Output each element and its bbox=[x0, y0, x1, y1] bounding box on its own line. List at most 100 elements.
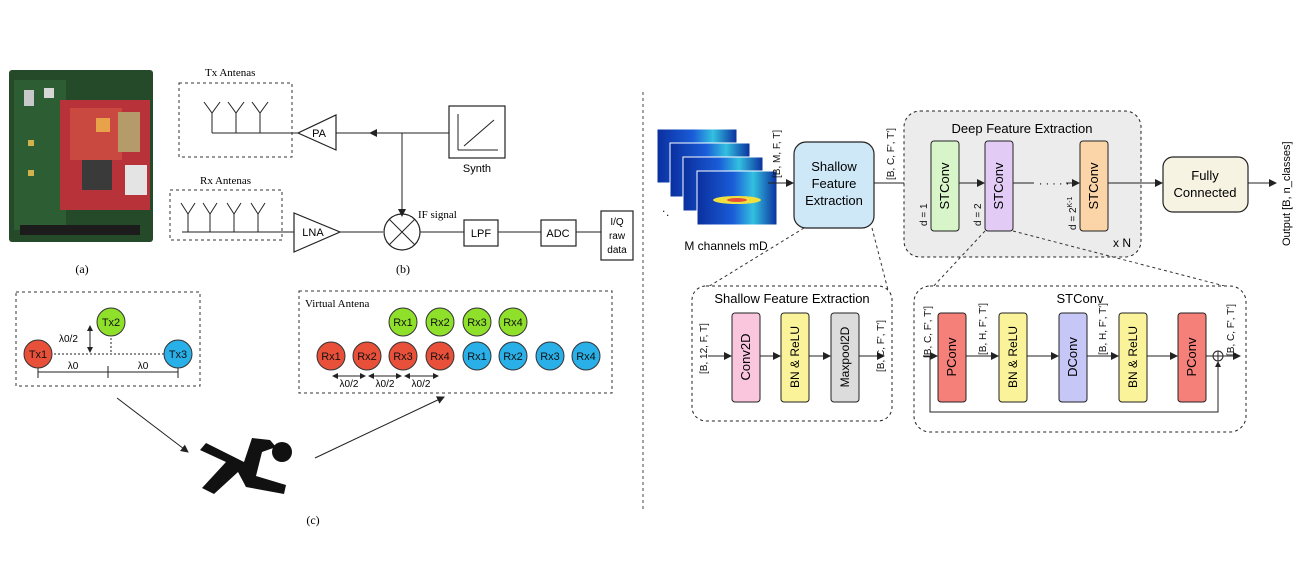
pconv-1-label: PConv bbox=[944, 337, 959, 377]
bn-relu-label-3: BN & ReLU bbox=[1126, 326, 1140, 388]
lambda-label-2: λ0 bbox=[138, 361, 149, 372]
vb-rx1: Rx1 bbox=[467, 351, 487, 363]
sfe-in-shape: [B, 12, F, T] bbox=[699, 323, 710, 374]
lna-label: LNA bbox=[302, 227, 324, 239]
ellipsis-dots: · · · · · bbox=[1039, 178, 1070, 190]
stconv-1-label: STConv bbox=[937, 162, 952, 209]
iq-label-3: data bbox=[607, 245, 627, 256]
tx-antenna-group: Tx Antenas bbox=[178, 67, 298, 158]
input-label: M channels mD bbox=[684, 239, 768, 253]
d2-label: d = 2 bbox=[973, 203, 984, 226]
lpf-label: LPF bbox=[471, 228, 491, 240]
iq-label-2: raw bbox=[609, 231, 626, 242]
output-shape-label: Output [B, n_classes] bbox=[1281, 141, 1293, 246]
tx2-label: Tx2 bbox=[102, 317, 120, 329]
vg-rx4: Rx4 bbox=[503, 317, 523, 329]
adc-block: ADC bbox=[540, 219, 577, 247]
dconv-label: DConv bbox=[1065, 337, 1080, 377]
rx-antennas-label: Rx Antenas bbox=[200, 175, 251, 187]
rx-antenna-group: Rx Antenas bbox=[169, 175, 294, 241]
spacing-label-2: λ0/2 bbox=[376, 379, 395, 390]
dk-base: d = 2 bbox=[1068, 207, 1079, 230]
st-out-shape: [B, C, F', T'] bbox=[1226, 304, 1237, 356]
rx-antennas-box bbox=[169, 189, 283, 241]
virtual-row-blue: Rx1 Rx2 Rx3 Rx4 bbox=[462, 341, 601, 371]
if-signal-label: IF signal bbox=[418, 209, 457, 221]
radar-board-photo bbox=[9, 70, 153, 242]
lna-amplifier: LNA bbox=[293, 212, 342, 253]
tx-array: λ0/2 λ0 λ0 Tx1 Tx2 Tx3 bbox=[15, 291, 201, 387]
vr-rx2: Rx2 bbox=[357, 351, 377, 363]
vb-rx2: Rx2 bbox=[503, 351, 523, 363]
stconv-2-label: STConv bbox=[991, 162, 1006, 209]
vg-rx1: Rx1 bbox=[393, 317, 413, 329]
iq-label-1: I/Q bbox=[610, 217, 624, 228]
synth-label: Synth bbox=[463, 163, 491, 175]
tx-antennas-label: Tx Antenas bbox=[205, 67, 255, 79]
virtual-row-red: Rx1 Rx2 Rx3 Rx4 bbox=[316, 341, 455, 371]
tx1-antenna bbox=[23, 339, 53, 369]
virtual-spacing-markers: λ0/2 λ0/2 λ0/2 bbox=[332, 373, 439, 390]
pa-amplifier: PA bbox=[296, 114, 337, 151]
vg-rx2: Rx2 bbox=[430, 317, 450, 329]
vb-rx4: Rx4 bbox=[576, 351, 596, 363]
fc-line1: Fully bbox=[1191, 168, 1219, 183]
sfe-title: Shallow Feature Extraction bbox=[714, 291, 869, 306]
vr-rx4: Rx4 bbox=[430, 351, 450, 363]
pconv-2-label: PConv bbox=[1184, 337, 1199, 377]
iq-raw-data-block: I/Q raw data bbox=[600, 210, 634, 261]
svg-text:.: . bbox=[666, 205, 669, 219]
st-stage1-shape: [B, H, F', T'] bbox=[978, 303, 989, 355]
shallow-line3: Extraction bbox=[805, 193, 863, 208]
lambda-half-vertical: λ0/2 bbox=[59, 334, 78, 345]
lambda-label-1: λ0 bbox=[68, 361, 79, 372]
st-stage2-shape: [B, H, F', T'] bbox=[1098, 303, 1109, 355]
synth-block: Synth bbox=[448, 105, 506, 175]
vr-rx1: Rx1 bbox=[321, 351, 341, 363]
virtual-row-green: Rx1 Rx2 Rx3 Rx4 bbox=[388, 307, 528, 337]
caption-c: (c) bbox=[306, 513, 319, 527]
spacing-label-1: λ0/2 bbox=[340, 379, 359, 390]
st-title: STConv bbox=[1057, 291, 1104, 306]
tx-antennas-box bbox=[178, 82, 293, 158]
virtual-antenna-label: Virtual Antena bbox=[305, 298, 370, 310]
vg-rx3: Rx3 bbox=[467, 317, 487, 329]
caption-b: (b) bbox=[396, 262, 410, 276]
conv2d-label: Conv2D bbox=[738, 334, 753, 381]
shallow-line2: Feature bbox=[812, 176, 857, 191]
dk-label: d = 2K-1 bbox=[1067, 196, 1079, 230]
adc-label: ADC bbox=[546, 228, 569, 240]
bn-relu-label-2: BN & ReLU bbox=[1006, 326, 1020, 388]
caption-a: (a) bbox=[75, 262, 88, 276]
virtual-antenna-array: Virtual Antena Rx1 Rx2 Rx3 Rx4 Rx1 Rx2 R… bbox=[298, 290, 613, 394]
input-shape-label: [B, M, F, T] bbox=[772, 130, 783, 178]
d1-label: d = 1 bbox=[919, 203, 930, 226]
sfe-out-shape: [B, C, F', T'] bbox=[876, 320, 887, 372]
lpf-block: LPF bbox=[463, 219, 499, 247]
tx1-label: Tx1 bbox=[29, 349, 47, 361]
maxpool-label: Maxpool2D bbox=[838, 326, 852, 387]
svg-text:.: . bbox=[662, 201, 665, 215]
fully-connected-block: Fully Connected bbox=[1162, 156, 1249, 213]
st-in-shape: [B, C, F', T'] bbox=[923, 306, 934, 358]
shallow-detail-panel: Shallow Feature Extraction [B, 12, F, T]… bbox=[691, 285, 893, 422]
pa-label: PA bbox=[312, 128, 327, 140]
spacing-label-3: λ0/2 bbox=[412, 379, 431, 390]
stconv-k-label: STConv bbox=[1086, 162, 1101, 209]
deep-feature-extraction-block: Deep Feature Extraction STConv d = 1 STC… bbox=[903, 110, 1142, 258]
falling-person-icon bbox=[200, 438, 292, 494]
tx3-antenna bbox=[163, 339, 193, 369]
stconv-detail-panel: STConv [B, C, F', T'] PConv [B, H, F', T… bbox=[913, 285, 1247, 433]
shallow-line1: Shallow bbox=[811, 159, 857, 174]
bn-relu-label-1: BN & ReLU bbox=[788, 326, 802, 388]
after-shallow-shape: [B, C, F', T'] bbox=[886, 128, 897, 180]
vr-rx3: Rx3 bbox=[393, 351, 413, 363]
dk-exp: K-1 bbox=[1067, 196, 1074, 207]
xn-label: x N bbox=[1113, 236, 1131, 250]
fc-line2: Connected bbox=[1174, 185, 1237, 200]
shallow-feature-extraction-block: Shallow Feature Extraction bbox=[793, 141, 875, 229]
deep-title: Deep Feature Extraction bbox=[952, 121, 1093, 136]
input-spectrograms: . . bbox=[656, 128, 778, 226]
tx3-label: Tx3 bbox=[169, 349, 187, 361]
